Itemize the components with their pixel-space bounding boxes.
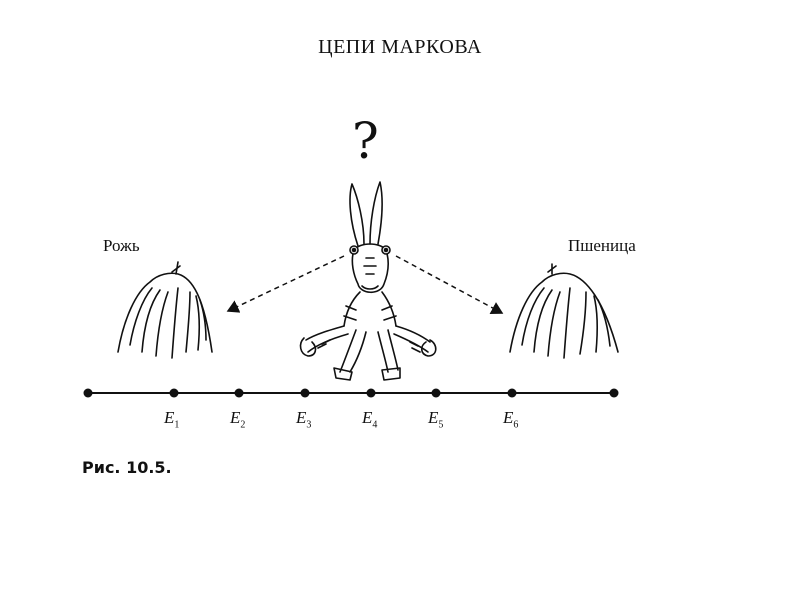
state-dot-3: [300, 388, 310, 398]
arrow-right: [395, 255, 504, 314]
arrow-left: [226, 255, 345, 313]
state-label-e6: E6: [503, 408, 519, 431]
state-dot-4: [366, 388, 376, 398]
donkey-icon: [299, 181, 437, 381]
state-label-e1: E1: [164, 408, 180, 431]
state-dot-1: [169, 388, 179, 398]
state-dot-end-left: [83, 388, 93, 398]
label-rye: Рожь: [103, 236, 140, 255]
page-title: ЦЕПИ МАРКОВА: [318, 36, 482, 58]
state-dot-5: [431, 388, 441, 398]
label-wheat: Пшеница: [568, 236, 636, 255]
haystack-left-icon: [117, 261, 213, 359]
state-label-e2: E2: [230, 408, 246, 431]
state-label-e5: E5: [428, 408, 444, 431]
state-label-e4: E4: [362, 408, 378, 431]
haystack-right-icon: [509, 263, 619, 359]
question-mark: ?: [352, 112, 379, 170]
state-dot-6: [507, 388, 517, 398]
state-dot-end-right: [609, 388, 619, 398]
state-label-e3: E3: [296, 408, 312, 431]
state-dot-2: [234, 388, 244, 398]
figure-caption: Рис. 10.5.: [82, 458, 172, 477]
